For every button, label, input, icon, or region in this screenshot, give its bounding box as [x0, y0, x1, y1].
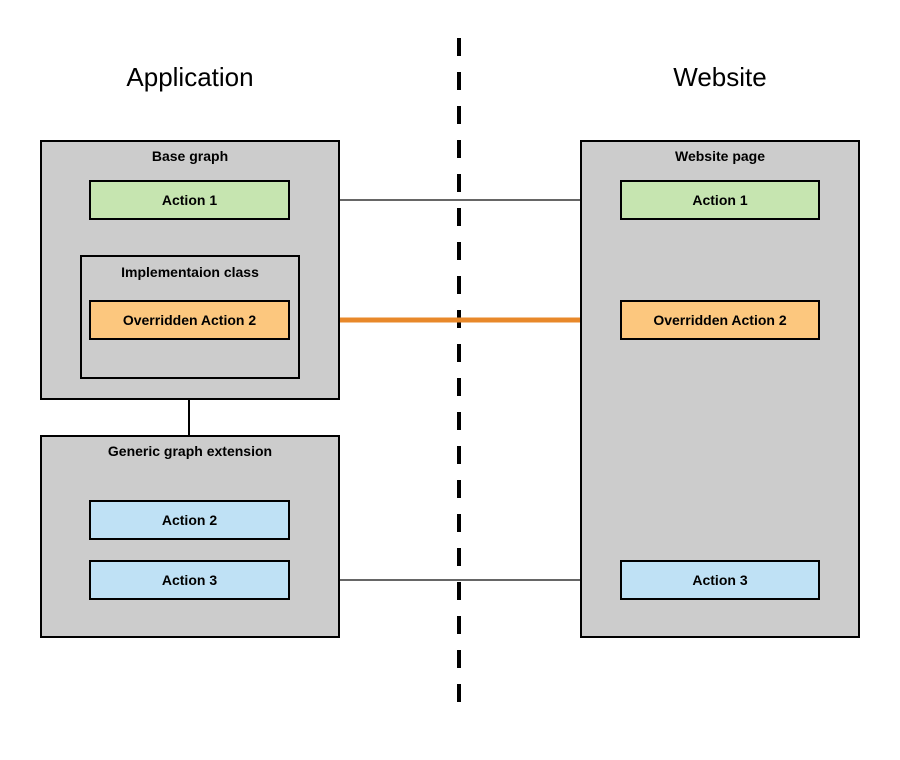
- container-label-implementation-class: Implementaion class: [121, 264, 259, 280]
- node-app-action-2[interactable]: Action 2: [89, 500, 290, 540]
- column-title-application: Application: [126, 62, 254, 92]
- container-label-generic-graph-extension: Generic graph extension: [107, 443, 273, 459]
- column-title-website: Website: [673, 62, 767, 92]
- node-app-overridden-action-2[interactable]: Overridden Action 2: [89, 300, 290, 340]
- node-web-overridden-action-2[interactable]: Overridden Action 2: [620, 300, 820, 340]
- node-app-action-1[interactable]: Action 1: [89, 180, 290, 220]
- node-app-action-3[interactable]: Action 3: [89, 560, 290, 600]
- node-web-action-3[interactable]: Action 3: [620, 560, 820, 600]
- container-website-page[interactable]: Website page: [580, 140, 860, 638]
- node-web-action-1[interactable]: Action 1: [620, 180, 820, 220]
- container-label-website-page: Website page: [675, 148, 765, 164]
- container-label-base-graph: Base graph: [151, 148, 229, 164]
